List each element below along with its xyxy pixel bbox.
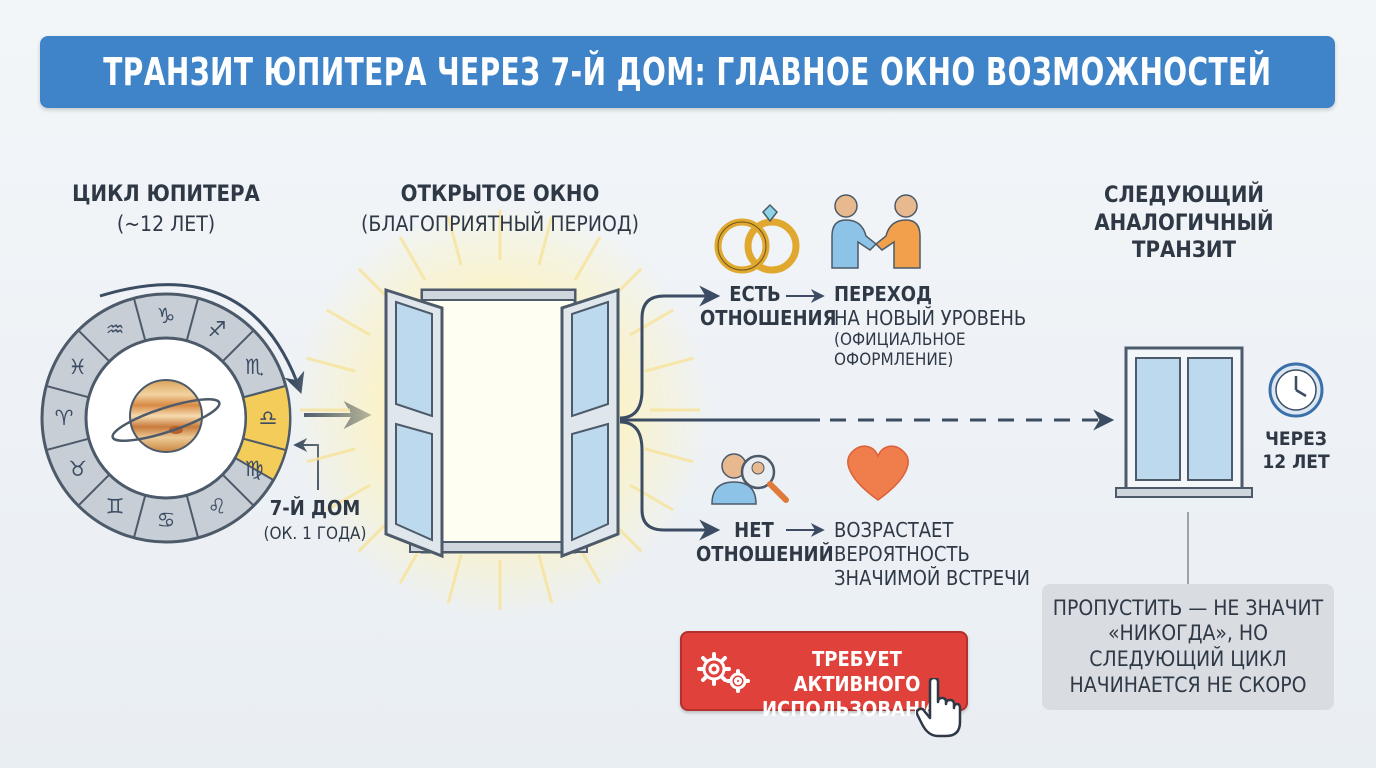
window-title: ОТКРЫТОЕ ОКНО (400, 182, 600, 207)
cycle-subtitle: (~12 ЛЕТ) (116, 212, 216, 236)
open-window-icon (384, 287, 620, 559)
branch-yes-result: ПЕРЕХОД НА НОВЫЙ УРОВЕНЬ (ОФИЦИАЛЬНОЕ ОФ… (834, 282, 1027, 371)
hand-pointer-icon (916, 678, 962, 738)
zodiac-sign-icon: ♉ (68, 457, 87, 481)
zodiac-sign-icon: ♊ (106, 494, 125, 518)
jupiter-icon (111, 379, 221, 453)
branch-no-result: ВОЗРАСТАЕТ ВЕРОЯТНОСТЬ ЗНАЧИМОЙ ВСТРЕЧИ (834, 518, 1030, 590)
clock-icon (1268, 362, 1324, 418)
handshake-icon (831, 194, 921, 269)
zodiac-sign-icon: ♏ (245, 355, 264, 379)
window-subtitle: (БЛАГОПРИЯТНЫЙ ПЕРИОД) (361, 212, 639, 236)
zodiac-sign-icon: ♍ (245, 457, 264, 481)
zodiac-sign-icon: ♋ (157, 508, 176, 532)
seventh-house-segment (233, 384, 291, 482)
zodiac-sign-icon: ♌ (208, 494, 227, 518)
house-subtitle: (ОК. 1 ГОДА) (263, 524, 367, 544)
zodiac-sign-icon: ♒ (106, 318, 125, 342)
cycle-arrow (99, 283, 305, 394)
heart-icon (847, 445, 909, 501)
zodiac-sign-icon: ♑ (157, 304, 176, 328)
zodiac-wheel: ♑ ♐ ♏ ♎ ♍ ♌ ♋ ♊ ♉ ♈ ♓ ♒ (40, 292, 292, 544)
cycle-title: ЦИКЛ ЮПИТЕРА (72, 182, 260, 207)
page-title: ТРАНЗИТ ЮПИТЕРА ЧЕРЕЗ 7-Й ДОМ: ГЛАВНОЕ О… (103, 50, 1272, 94)
zodiac-sign-icon: ♐ (208, 318, 227, 342)
zodiac-sign-icon: ♓ (68, 355, 87, 379)
note-box: ПРОПУСТИТЬ — НЕ ЗНАЧИТ «НИКОГДА», НО СЛЕ… (1042, 584, 1334, 710)
branch-lines (619, 285, 820, 541)
search-person-icon (711, 453, 789, 505)
zodiac-sign-icon: ♎ (259, 406, 278, 430)
house-title: 7-Й ДОМ (269, 496, 361, 520)
zodiac-sign-icon: ♈ (55, 406, 74, 430)
gears-icon (697, 652, 750, 693)
wedding-rings-icon (714, 203, 800, 274)
header-banner: ТРАНЗИТ ЮПИТЕРА ЧЕРЕЗ 7-Й ДОМ: ГЛАВНОЕ О… (40, 36, 1335, 108)
closed-window-icon (1115, 346, 1253, 498)
